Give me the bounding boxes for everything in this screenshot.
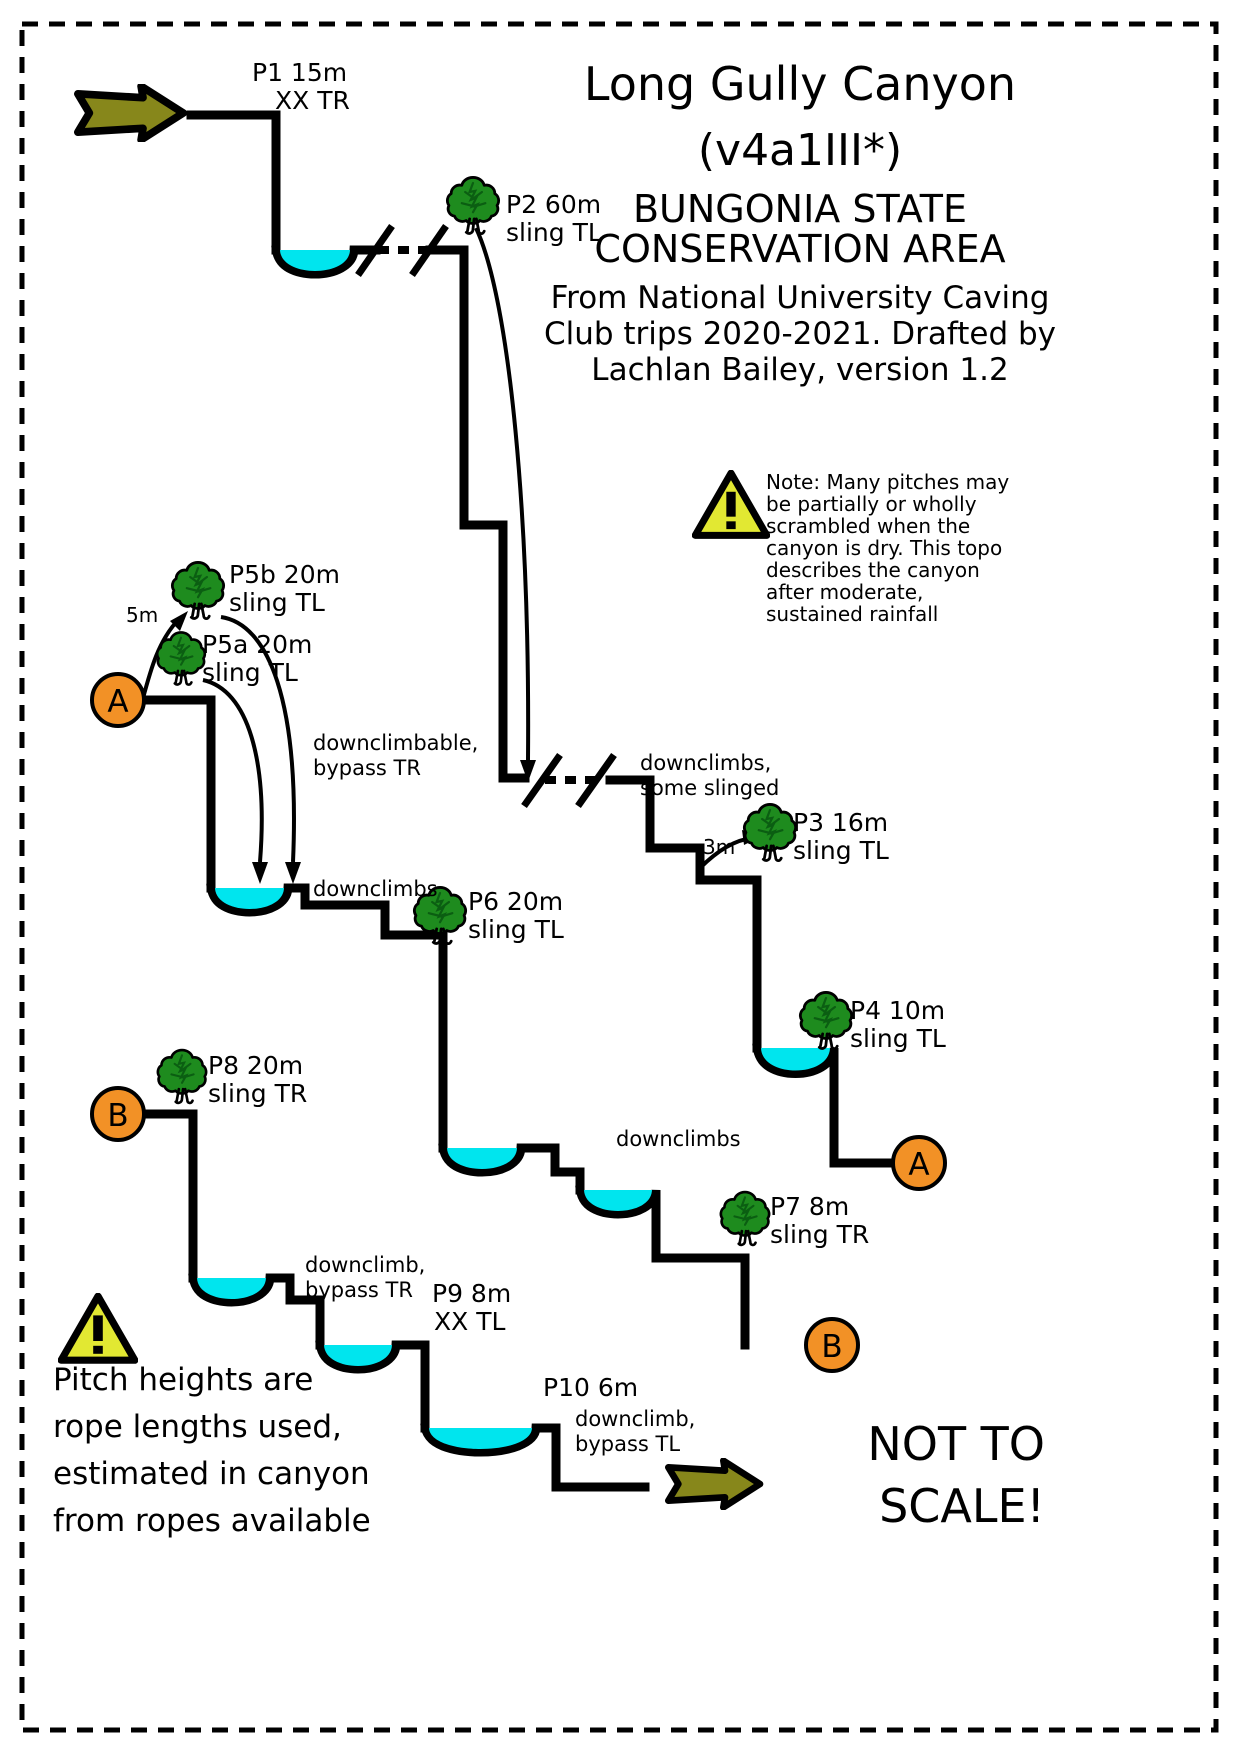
note-line-1: Note: Many pitches may [766, 470, 1009, 494]
note-line-7: sustained rainfall [766, 602, 938, 626]
pitch-label-p5b-name: P5b 20m [229, 560, 340, 589]
p5a-rope-path [202, 678, 264, 863]
footer-line-4: from ropes available [53, 1503, 371, 1539]
ann-downclimb-2-line2: bypass TL [575, 1432, 680, 1456]
ann-downclimbable-line1: downclimbable, [313, 731, 478, 755]
entry-arrow [78, 86, 183, 140]
pitch-label-p2-name: P2 60m [506, 190, 601, 219]
pitch-label-p1-anchor: XX TR [275, 86, 350, 115]
ann-3m: 3m [703, 835, 735, 859]
tree-icon-p7 [719, 1190, 771, 1247]
ann-downclimb-1-line1: downclimb, [305, 1253, 425, 1277]
warning-triangle-icon-footer [61, 1296, 135, 1360]
note-line-6: after moderate, [766, 580, 923, 604]
tree-icon-p2 [445, 176, 501, 236]
note-line-3: scrambled when the [766, 514, 970, 538]
ann-downclimbs-2-line2: some slinged [640, 776, 779, 800]
marker-a-left: A [90, 672, 146, 728]
title-line-3: BUNGONIA STATE [633, 187, 967, 231]
tree-icon-p8 [156, 1048, 208, 1105]
title-line-4: CONSERVATION AREA [594, 227, 1005, 271]
ann-downclimbable-line2: bypass TR [313, 756, 421, 780]
tree-icon-p4 [798, 991, 854, 1051]
marker-a-right: A [891, 1135, 947, 1191]
pitch-label-p5a-name: P5a 20m [202, 630, 312, 659]
pitch-label-p9-anchor: XX TL [434, 1307, 505, 1336]
marker-a-right-label: A [908, 1147, 929, 1183]
tree-icon-p3 [742, 803, 798, 863]
credit-line-3: Lachlan Bailey, version 1.2 [591, 352, 1008, 388]
p5b-rope-path [220, 615, 296, 863]
title-line-1: Long Gully Canyon [584, 57, 1016, 111]
pitch-label-p1-name: P1 15m [252, 58, 347, 87]
pitch-label-p2-anchor: sling TL [506, 218, 602, 247]
pitch-label-p7-anchor: sling TR [770, 1220, 869, 1249]
marker-b-right: B [804, 1317, 860, 1373]
credit-line-2: Club trips 2020-2021. Drafted by [544, 316, 1056, 352]
scale-note-line-2: SCALE! [879, 1479, 1045, 1533]
marker-b-left-label: B [107, 1098, 128, 1134]
pitch-label-p5b-anchor: sling TL [229, 588, 325, 617]
ann-downclimbs-1: downclimbs [313, 877, 438, 901]
pitch-label-p3-name: P3 16m [793, 808, 888, 837]
marker-b-left: B [90, 1086, 146, 1142]
note-line-2: be partially or wholly [766, 492, 977, 516]
footer-line-3: estimated in canyon [53, 1456, 370, 1492]
pitch-label-p8-anchor: sling TR [208, 1079, 307, 1108]
p2-rope-path [474, 227, 531, 761]
ann-5m-arrowhead [170, 611, 188, 631]
p5a-rope-arrowhead [252, 862, 268, 884]
note-line-4: canyon is dry. This topo [766, 536, 1002, 560]
title-line-2: (v4a1III*) [698, 125, 902, 176]
ann-5m: 5m [126, 603, 158, 627]
pitch-label-p5a-anchor: sling TL [202, 658, 298, 687]
tree-icon-p5b [170, 561, 226, 621]
pitch-label-p6-anchor: sling TL [468, 915, 564, 944]
tree-icon-p5a [155, 631, 207, 686]
pitch-label-p7-name: P7 8m [770, 1192, 849, 1221]
ann-downclimbs-3: downclimbs [616, 1127, 741, 1151]
ann-downclimb-1-line2: bypass TR [305, 1278, 413, 1302]
ann-downclimbs-2-line1: downclimbs, [640, 751, 771, 775]
marker-b-right-label: B [821, 1329, 842, 1365]
note-line-5: describes the canyon [766, 558, 980, 582]
page-border [19, 21, 1219, 1733]
marker-a-left-label: A [107, 684, 128, 720]
pitch-label-p4-name: P4 10m [850, 996, 945, 1025]
pitch-label-p10-name: P10 6m [543, 1373, 638, 1402]
footer-line-2: rope lengths used, [53, 1409, 342, 1445]
pitch-label-p4-anchor: sling TL [850, 1024, 946, 1053]
pitch-label-p8-name: P8 20m [208, 1051, 303, 1080]
break-symbol-lower [521, 752, 617, 809]
pitch-label-p3-anchor: sling TL [793, 836, 889, 865]
credit-line-1: From National University Caving [551, 280, 1050, 316]
footer-line-1: Pitch heights are [53, 1362, 313, 1398]
pitch-label-p9-name: P9 8m [432, 1279, 511, 1308]
pitch-label-p6-name: P6 20m [468, 887, 563, 916]
p2-rope-arrowhead [520, 760, 536, 782]
exit-arrow [668, 1461, 760, 1508]
water-pools [197, 250, 830, 1449]
break-symbol-upper [355, 224, 449, 277]
canyon-profile [140, 110, 911, 1492]
scale-note-line-1: NOT TO [867, 1417, 1045, 1471]
p5b-rope-arrowhead [285, 862, 301, 884]
ann-downclimb-2-line1: downclimb, [575, 1407, 695, 1431]
warning-triangle-icon-note [695, 473, 767, 535]
